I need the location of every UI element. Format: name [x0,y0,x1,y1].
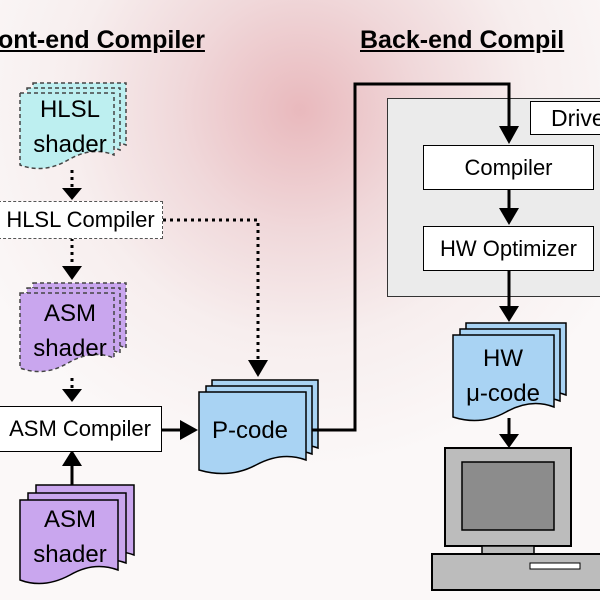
dotted-arrows [70,170,260,392]
asm-compiler-box: ASM Compiler [0,406,162,452]
driver-tab: Drive [530,101,600,135]
backend-title: Back-end Compil [360,26,565,54]
asm-shader-top-label: ASM shader [22,296,118,366]
solid-arrowheads [62,126,519,466]
pcode-doc [198,379,319,475]
hlsl-shader-line1: HLSL [39,96,101,123]
dotted-arrowheads [62,188,268,402]
driver-compiler-box: Compiler [423,145,594,190]
asm-shader-top-doc [19,282,127,373]
hlsl-shader-line2: shader [33,131,107,158]
asm-shader-bottom-line2: shader [33,541,107,568]
asm-shader-top-line1: ASM [43,300,96,327]
asm-shader-bottom-doc [19,484,135,585]
arrow-hlslcompiler-to-pcode [163,218,260,362]
solid-arrows [70,82,511,485]
hlsl-shader-doc [19,82,127,170]
hw-ucode-doc [452,322,567,422]
pcode-label: P-code [211,417,289,444]
frontend-title: ont-end Compiler [0,26,205,54]
hw-ucode-line2: μ-code [466,380,540,407]
hw-ucode-line1: HW [483,345,523,372]
hw-optimizer-box: HW Optimizer [423,226,594,271]
asm-shader-top-line2: shader [33,335,107,362]
hw-ucode-label: HW μ-code [455,341,551,411]
arrow-pcode-to-driver [312,82,511,432]
asm-shader-bottom-line1: ASM [43,506,96,533]
hlsl-compiler-box: HLSL Compiler [0,201,163,239]
computer-icon [431,447,600,591]
asm-shader-bottom-label: ASM shader [22,502,118,572]
hlsl-shader-label: HLSL shader [22,92,118,162]
